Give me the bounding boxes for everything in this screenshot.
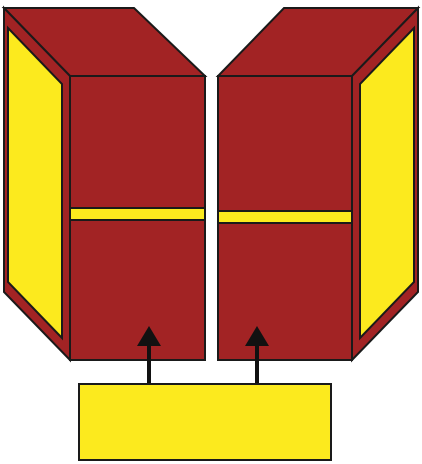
left-block-stripe — [70, 208, 205, 220]
left-block-side-panel — [8, 28, 62, 338]
right-block — [218, 8, 418, 360]
right-block-stripe — [218, 211, 352, 223]
right-block-side-panel — [360, 28, 414, 338]
base-box — [79, 384, 331, 460]
base-box-rect — [79, 384, 331, 460]
left-block — [4, 8, 205, 360]
